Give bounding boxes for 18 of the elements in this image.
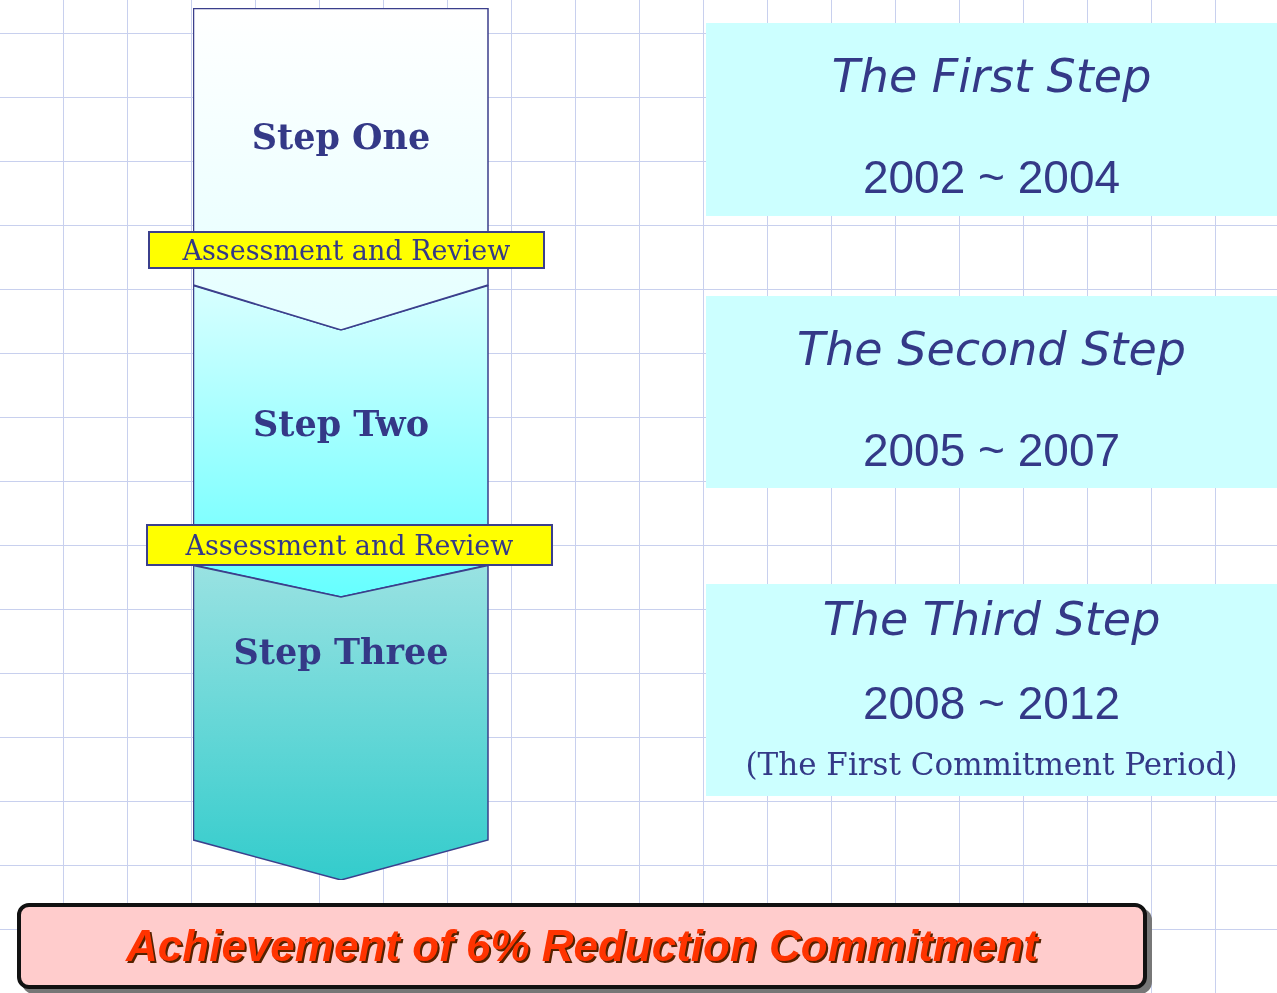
tag-text: Assessment and Review xyxy=(185,529,514,561)
step-label: Step Three xyxy=(232,631,450,672)
info-panel xyxy=(706,296,1277,488)
year-range: 2005 ~ 2007 xyxy=(861,423,1122,477)
tag-box xyxy=(146,524,553,566)
info-panel xyxy=(706,584,1277,796)
result-text: Achievement of 6% Reduction Commitment xyxy=(126,921,1038,971)
tag-box xyxy=(148,231,545,269)
step-label: Step One xyxy=(250,116,432,157)
year-range: 2008 ~ 2012 xyxy=(861,676,1122,730)
panel-title: The Third Step xyxy=(821,592,1162,646)
step-label: Step Two xyxy=(251,403,430,444)
year-range: 2002 ~ 2004 xyxy=(861,150,1122,204)
info-panel xyxy=(706,23,1277,216)
panel-title: The Second Step xyxy=(796,322,1187,376)
tag-text: Assessment and Review xyxy=(182,234,511,266)
panel-title: The First Step xyxy=(830,49,1153,103)
period-note: (The First Commitment Period) xyxy=(744,746,1239,782)
